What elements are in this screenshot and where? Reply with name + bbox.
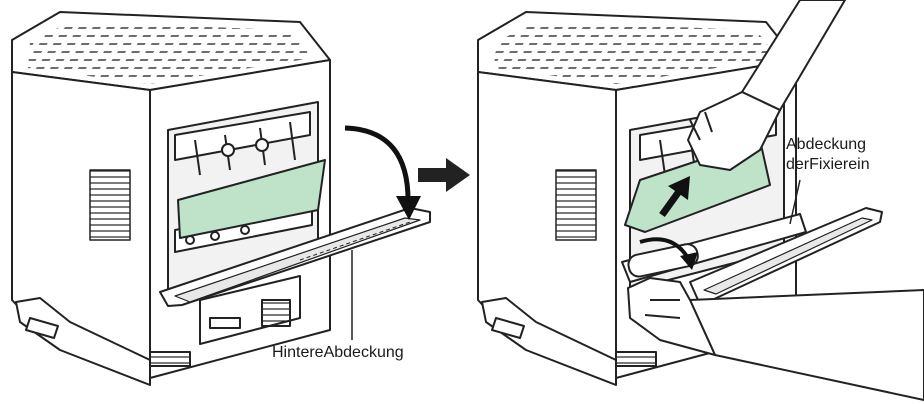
fuser-cover-leader	[789, 179, 801, 225]
printer-left-illustration	[11, 11, 431, 386]
rotate-arrow-icon	[639, 237, 698, 270]
fuser-cover-label-line2: derFixierein	[786, 156, 870, 173]
hand-upper-illustration	[687, 0, 846, 171]
fuser-cover-label: Abdeckung derFixierein	[786, 135, 870, 175]
fuser-cover-label-line1: Abdeckung	[786, 136, 867, 153]
hand-lower-illustration	[627, 277, 924, 401]
up-arrow-icon	[659, 176, 690, 218]
curved-arrow-icon	[344, 125, 421, 220]
rear-cover-label: HintereAbdeckung	[272, 344, 404, 361]
right-arrow-icon	[418, 158, 470, 192]
